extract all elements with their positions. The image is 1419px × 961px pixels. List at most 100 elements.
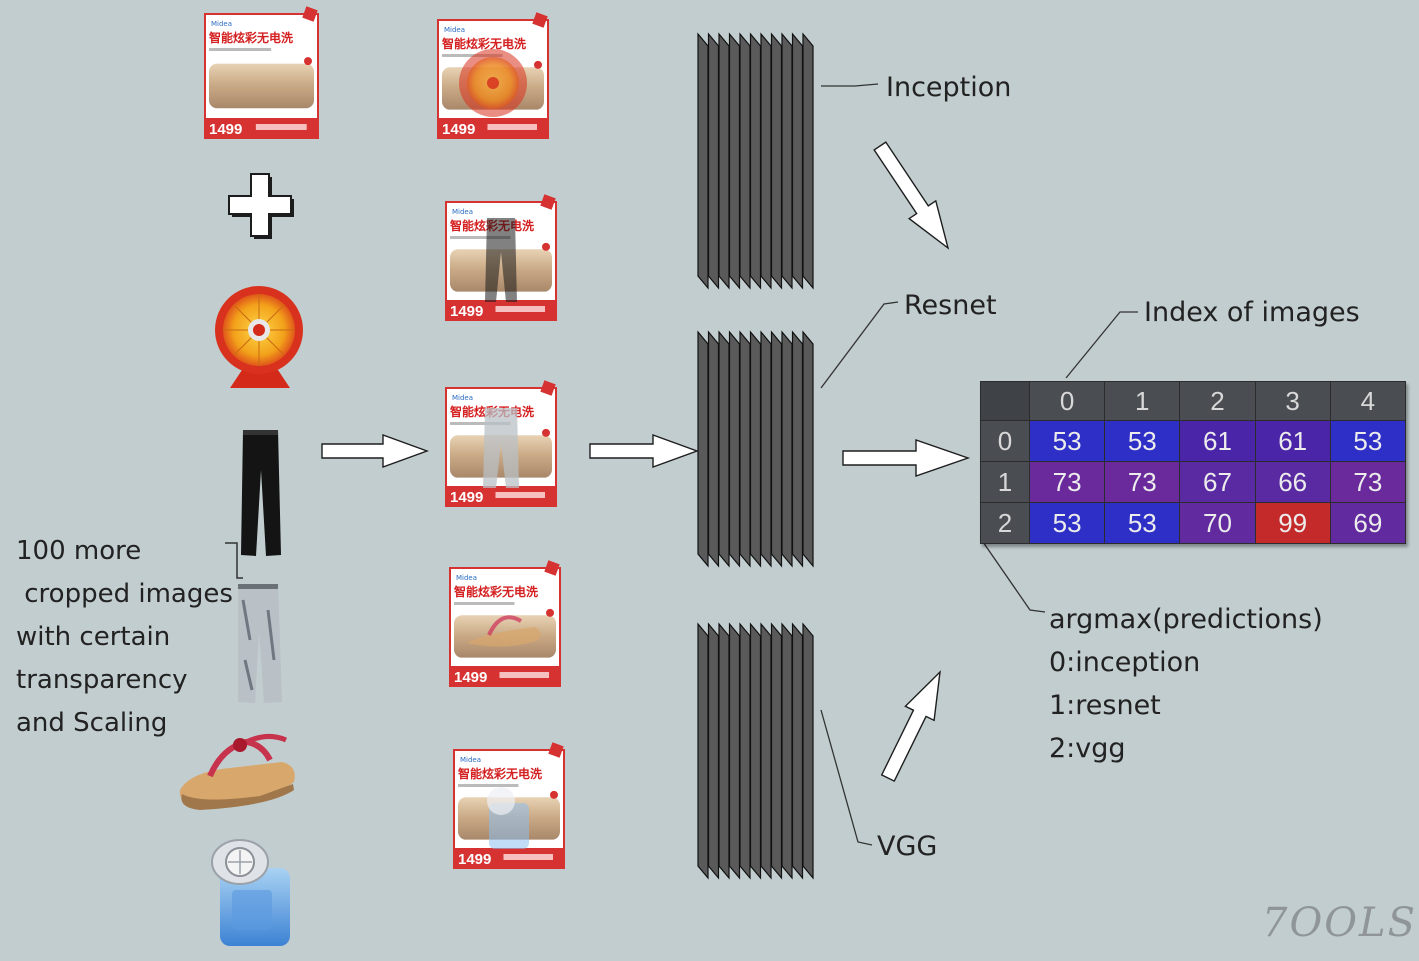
ad-price-text: 1499 bbox=[454, 669, 487, 686]
arrow-inception-to-table bbox=[873, 141, 950, 250]
layer-slab bbox=[749, 622, 762, 880]
table-cell: 70 bbox=[1179, 502, 1256, 544]
ad-brand-text: Midea bbox=[211, 20, 232, 28]
watermark-logo: 7OOLS bbox=[1262, 900, 1417, 946]
lint-remover-icon bbox=[211, 839, 290, 946]
table-cell: 73 bbox=[1104, 461, 1181, 503]
layer-slab bbox=[697, 622, 709, 880]
ad-headline-text: 智能炫彩无电洗 bbox=[453, 584, 538, 599]
table-cell: 69 bbox=[1329, 502, 1407, 544]
ad-headline-text: 智能炫彩无电洗 bbox=[441, 36, 526, 51]
layer-slab bbox=[760, 622, 772, 880]
table-cell: 73 bbox=[1028, 461, 1106, 503]
overlay-pants-icon bbox=[485, 218, 517, 302]
note-line: 100 more bbox=[16, 536, 142, 566]
composite-images: Midea智能炫彩无电洗1499Midea智能炫彩无电洗1499Midea智能炫… bbox=[437, 12, 565, 869]
layer-slab bbox=[707, 330, 720, 568]
arrow-vgg-to-table bbox=[880, 670, 941, 783]
layer-slab bbox=[770, 330, 783, 568]
row-header: 1 bbox=[980, 461, 1030, 503]
flow-arrows bbox=[321, 141, 971, 783]
inception-layer-stack bbox=[697, 32, 814, 290]
ad-price-text: 1499 bbox=[458, 851, 491, 868]
ad-price-text: 1499 bbox=[209, 121, 242, 138]
layer-slab bbox=[791, 330, 804, 568]
layer-slab bbox=[781, 330, 793, 568]
table-cell: 73 bbox=[1329, 461, 1407, 503]
layer-slab bbox=[749, 32, 762, 290]
legend-title: argmax(predictions) bbox=[1049, 604, 1323, 635]
column-header: 2 bbox=[1179, 381, 1256, 421]
legend-item-inception: 0:inception bbox=[1049, 647, 1201, 678]
layer-slab bbox=[749, 330, 762, 568]
layer-slab bbox=[728, 622, 741, 880]
ad-price-text: 1499 bbox=[450, 303, 483, 320]
column-header: 1 bbox=[1104, 381, 1181, 421]
layer-slab bbox=[718, 330, 730, 568]
index-of-images-label: Index of images bbox=[1144, 297, 1360, 328]
ad-headline-text: 智能炫彩无电洗 bbox=[457, 766, 542, 781]
vgg-layer-stack bbox=[697, 622, 814, 880]
layer-slab bbox=[707, 622, 720, 880]
layer-slab bbox=[802, 330, 814, 568]
heater-icon bbox=[215, 286, 303, 388]
layer-slab bbox=[718, 32, 730, 290]
cropped-images-note: 100 more cropped images with certain tra… bbox=[16, 530, 233, 745]
source-ad-card: Midea 智能炫彩无电洗 1499 bbox=[204, 6, 319, 139]
legend-item-vgg: 2:vgg bbox=[1049, 733, 1126, 764]
resnet-label: Resnet bbox=[904, 290, 997, 321]
layer-slab bbox=[781, 622, 793, 880]
layer-slab bbox=[707, 32, 720, 290]
column-header: 4 bbox=[1329, 381, 1407, 421]
note-line: and Scaling bbox=[16, 708, 168, 738]
ad-price-text: 1499 bbox=[450, 489, 483, 506]
legend-item-resnet: 1:resnet bbox=[1049, 690, 1161, 721]
layer-slab bbox=[760, 32, 772, 290]
ad-brand-text: Midea bbox=[460, 756, 481, 764]
table-cell: 67 bbox=[1179, 461, 1256, 503]
layer-slab bbox=[770, 32, 783, 290]
composite-heater-card: Midea 智能炫彩无电洗 1499 bbox=[437, 12, 549, 139]
arrow-composites-to-models bbox=[589, 434, 700, 468]
table-cell: 61 bbox=[1254, 420, 1331, 462]
table-cell: 53 bbox=[1104, 502, 1181, 544]
table-cell: 53 bbox=[1329, 420, 1407, 462]
layer-slab bbox=[802, 622, 814, 880]
layer-slab bbox=[739, 330, 751, 568]
resnet-layer-stack bbox=[697, 330, 814, 568]
table-cell: 53 bbox=[1028, 502, 1106, 544]
layer-slab bbox=[760, 330, 772, 568]
ad-brand-text: Midea bbox=[444, 26, 465, 34]
arrow-models-to-table bbox=[842, 439, 971, 477]
table-cell: 53 bbox=[1028, 420, 1106, 462]
overlay-sandal-icon bbox=[467, 627, 541, 647]
layer-slab bbox=[697, 32, 709, 290]
layer-slab bbox=[739, 32, 751, 290]
ad-price-text: 1499 bbox=[442, 121, 475, 138]
row-header: 0 bbox=[980, 420, 1030, 462]
layer-slab bbox=[739, 622, 751, 880]
table-cell: 99 bbox=[1254, 502, 1331, 544]
layer-slab bbox=[728, 330, 741, 568]
plus-icon bbox=[228, 173, 294, 239]
ad-headline-text: 智能炫彩无电洗 bbox=[208, 30, 293, 45]
composite-lint-remover-card: Midea 智能炫彩无电洗 1499 bbox=[453, 742, 565, 869]
layer-slab bbox=[718, 622, 730, 880]
inception-leader bbox=[821, 83, 879, 87]
table-header-row: 0 1 2 3 4 bbox=[980, 381, 1407, 421]
note-line: with certain bbox=[16, 622, 171, 652]
vgg-leader bbox=[820, 709, 873, 846]
table-cell: 61 bbox=[1179, 420, 1256, 462]
layer-slab bbox=[770, 622, 783, 880]
source-ad-image: Midea 智能炫彩无电洗 1499 bbox=[204, 6, 319, 139]
vgg-label: VGG bbox=[877, 831, 938, 862]
note-connector bbox=[225, 542, 243, 579]
leader-lines bbox=[820, 83, 1138, 846]
overlay-jeans-icon bbox=[483, 408, 519, 488]
